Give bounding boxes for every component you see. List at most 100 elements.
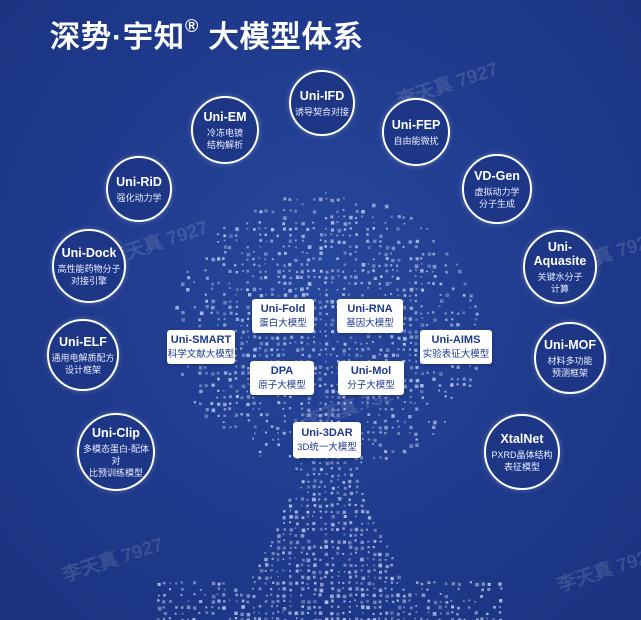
tree-dot bbox=[301, 605, 304, 608]
tree-dot bbox=[314, 372, 317, 375]
tree-dot bbox=[300, 569, 302, 572]
tree-dot bbox=[469, 365, 471, 367]
tree-dot bbox=[307, 354, 312, 358]
tree-dot bbox=[246, 395, 251, 399]
tree-dot bbox=[259, 354, 262, 357]
tree-dot bbox=[421, 593, 426, 597]
tree-dot bbox=[349, 468, 352, 471]
tree-dot bbox=[342, 240, 346, 244]
tree-dot bbox=[444, 420, 446, 423]
tree-dot bbox=[337, 521, 340, 524]
tree-dot bbox=[415, 593, 417, 596]
tree-dot bbox=[331, 269, 334, 273]
tree-dot bbox=[456, 383, 459, 386]
tree-dot bbox=[193, 401, 196, 404]
bubble-uni-rid: Uni-RiD 强化动力学 bbox=[106, 156, 172, 222]
tree-dot bbox=[174, 612, 177, 615]
tree-dot bbox=[348, 618, 351, 620]
tree-dot bbox=[325, 360, 327, 363]
tree-dot bbox=[354, 251, 357, 253]
tree-dot bbox=[451, 287, 455, 291]
tree-dot bbox=[314, 588, 317, 592]
tree-dot bbox=[158, 594, 160, 597]
tree-dot bbox=[248, 293, 252, 297]
tree-dot bbox=[312, 521, 316, 525]
tree-dot bbox=[414, 348, 418, 352]
tree-dot bbox=[378, 534, 383, 539]
tree-dot bbox=[343, 263, 347, 266]
tree-dot bbox=[157, 582, 161, 586]
tree-dot bbox=[265, 342, 269, 346]
tree-dot bbox=[277, 443, 281, 447]
tree-dot bbox=[336, 413, 341, 417]
tree-dot bbox=[432, 270, 434, 273]
tree-dot bbox=[378, 558, 382, 562]
tree-dot bbox=[222, 263, 226, 267]
tree-dot bbox=[198, 324, 202, 328]
tree-dot bbox=[301, 234, 305, 238]
tree-dot bbox=[373, 569, 376, 572]
tree-dot bbox=[313, 479, 317, 483]
tree-dot bbox=[277, 281, 281, 284]
tree-dot bbox=[330, 594, 334, 599]
tree-dot bbox=[229, 384, 233, 388]
tree-dot bbox=[385, 359, 388, 362]
tree-dot bbox=[283, 264, 287, 268]
tree-dot bbox=[361, 522, 364, 525]
tree-dot bbox=[258, 227, 261, 230]
tree-dot bbox=[306, 552, 309, 555]
tree-dot bbox=[318, 197, 323, 202]
tree-dot bbox=[396, 420, 399, 422]
tree-dot bbox=[408, 294, 411, 297]
tree-dot bbox=[318, 353, 321, 356]
tree-dot bbox=[427, 252, 432, 256]
tree-dot bbox=[222, 582, 225, 585]
tree-dot bbox=[330, 480, 333, 483]
tree-dot bbox=[307, 275, 310, 279]
tree-dot bbox=[289, 209, 292, 212]
tree-dot bbox=[379, 234, 383, 238]
tree-dot bbox=[354, 282, 357, 285]
tree-dot bbox=[445, 293, 450, 297]
tree-dot bbox=[228, 305, 232, 309]
tree-dot bbox=[259, 341, 264, 346]
tree-dot bbox=[385, 245, 390, 250]
tree-dot bbox=[270, 588, 273, 591]
tree-dot bbox=[318, 312, 322, 316]
card-uni-3dar: Uni-3DAR 3D统一大模型 bbox=[293, 422, 361, 458]
tree-dot bbox=[324, 403, 327, 406]
tree-dot bbox=[217, 318, 220, 321]
tree-dot bbox=[204, 414, 209, 419]
tree-dot bbox=[246, 252, 251, 257]
tree-dot bbox=[367, 569, 371, 573]
tree-dot bbox=[324, 600, 329, 604]
tree-dot bbox=[372, 593, 376, 598]
tree-dot bbox=[336, 366, 340, 370]
tree-dot bbox=[253, 335, 257, 339]
tree-dot bbox=[229, 395, 232, 399]
bubble-name: Uni-Aquasite bbox=[533, 239, 587, 268]
tree-dot bbox=[474, 323, 476, 326]
tree-dot bbox=[282, 516, 286, 520]
tree-dot bbox=[428, 420, 430, 423]
tree-dot bbox=[258, 605, 262, 608]
tree-dot bbox=[402, 288, 406, 292]
tree-dot bbox=[343, 563, 347, 567]
tree-dot bbox=[288, 563, 291, 566]
bubble-uni-ifd: Uni-IFD 诱导契合对接 bbox=[289, 70, 355, 136]
tree-dot bbox=[253, 347, 257, 352]
tree-dot bbox=[319, 239, 322, 241]
tree-dot bbox=[366, 335, 370, 338]
tree-dot bbox=[277, 611, 280, 613]
tree-dot bbox=[187, 276, 191, 280]
tree-dot bbox=[307, 282, 312, 286]
tree-dot bbox=[288, 498, 292, 502]
tree-dot bbox=[318, 473, 321, 476]
tree-dot bbox=[319, 401, 322, 405]
tree-dot bbox=[288, 288, 292, 293]
tree-dot bbox=[396, 612, 400, 616]
tree-dot bbox=[234, 611, 238, 615]
tree-dot bbox=[481, 582, 485, 586]
tree-dot bbox=[312, 467, 316, 471]
tree-dot bbox=[265, 413, 269, 417]
